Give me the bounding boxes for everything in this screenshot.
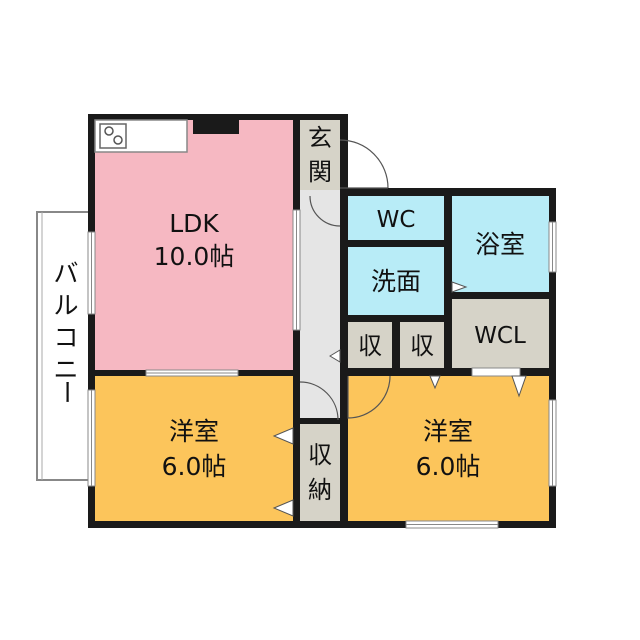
western-left-size: 6.0帖 [162,452,227,481]
wc-label: WC [377,207,416,233]
entrance [300,120,340,190]
closet-label-1: 収 [308,441,332,469]
stove-icon [99,123,127,149]
room-western-left [95,376,293,521]
balcony-label-1: バ [53,259,78,288]
ldk-name: LDK [169,209,219,238]
ldk-size: 10.0帖 [154,242,235,271]
range-hood [193,120,239,134]
western-left-name: 洋室 [169,417,219,446]
door-arrows [272,281,527,517]
balcony-label-4: ニ [53,355,78,384]
balcony-label-3: コ [53,323,78,352]
storage-small-2 [400,322,444,368]
balcony-label-5: ー [52,379,81,404]
storage-small-2-label: 収 [410,332,434,360]
room-washroom [348,247,444,315]
entrance-label-2: 関 [308,158,332,186]
storage-closet [300,424,340,521]
corridor [300,190,340,418]
doors [299,139,391,421]
room-wc [348,196,444,240]
western-right-name: 洋室 [423,417,473,446]
room-ldk [95,120,293,370]
balcony-label-2: ル [53,291,78,320]
storage-small-1 [348,322,392,368]
room-wcl [452,299,549,368]
room-bath [452,196,549,292]
washroom-label: 洗面 [371,267,421,296]
storage-small-1-label: 収 [358,332,382,360]
entrance-label-1: 玄 [308,124,332,152]
windows [87,209,557,529]
closet-label-2: 納 [308,476,332,504]
balcony [36,211,92,481]
wcl-label: WCL [474,323,526,349]
room-western-right [348,376,549,521]
western-right-size: 6.0帖 [416,452,481,481]
bath-label: 浴室 [475,230,525,259]
